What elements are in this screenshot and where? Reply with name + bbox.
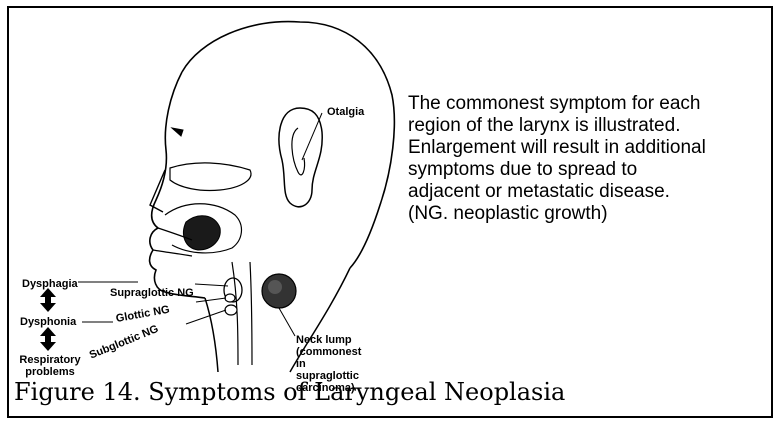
respiratory-label: Respiratory problems — [19, 354, 81, 378]
figure-caption: Figure 14. Symptoms of Laryngeal Neoplas… — [14, 377, 565, 407]
nasal-cavity — [170, 163, 251, 191]
dysphagia-label: Dysphagia — [22, 278, 78, 290]
otalgia-pointer — [302, 113, 322, 160]
eye — [172, 128, 183, 136]
otalgia-label: Otalgia — [327, 106, 364, 118]
glottic-pointer — [196, 298, 226, 302]
supraglottic-pointer — [195, 284, 228, 286]
neck-front — [205, 298, 218, 372]
larynx-subglottic — [225, 305, 237, 315]
ear-inner — [292, 128, 305, 175]
arrow-dysphonia-respiratory — [40, 327, 56, 351]
arrow-dysphagia-dysphonia — [40, 288, 56, 312]
figure-description: The commonest symptom for each region of… — [408, 93, 768, 225]
pharynx-shadow — [183, 216, 220, 250]
neck-lump-pointer — [279, 308, 295, 336]
subglottic-pointer — [186, 310, 226, 324]
ear — [279, 108, 322, 207]
larynx-glottic — [225, 294, 235, 302]
supraglottic-label: Supraglottic NG — [110, 287, 194, 299]
nose — [150, 170, 165, 212]
dysphonia-label: Dysphonia — [20, 316, 76, 328]
